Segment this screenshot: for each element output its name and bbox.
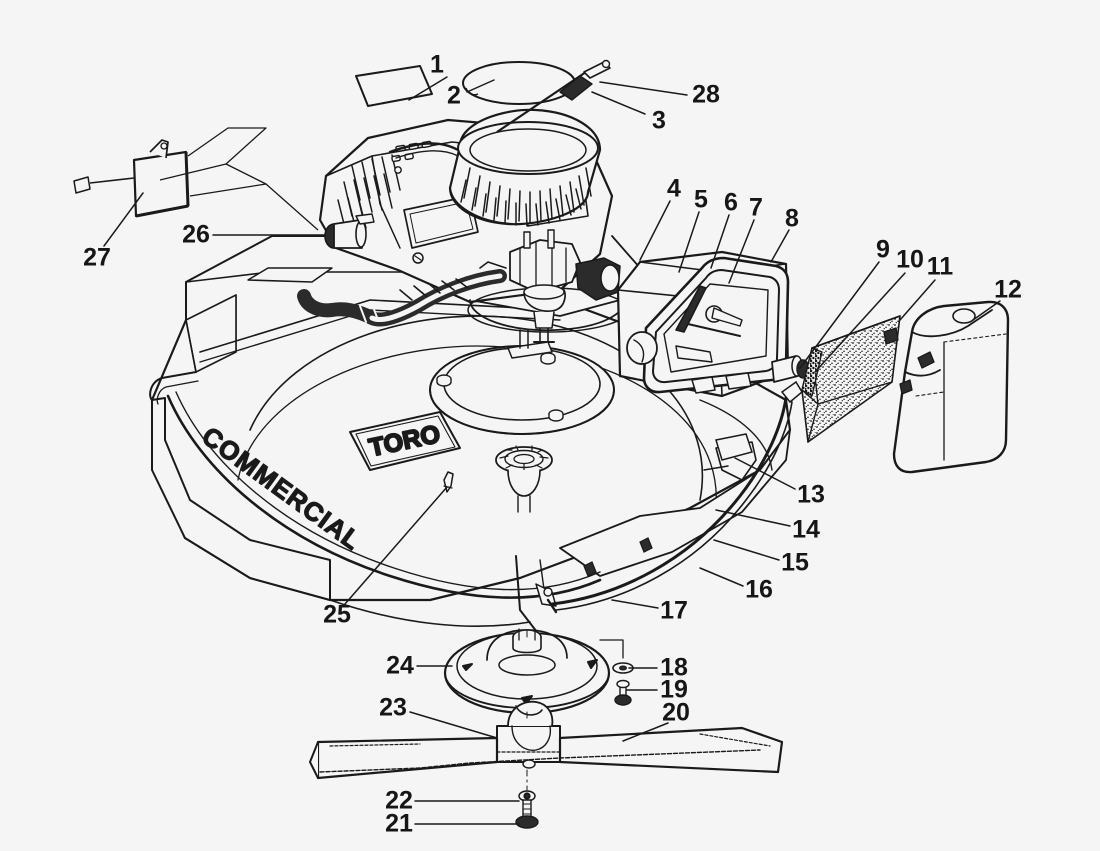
deflector-and-rod	[546, 380, 803, 614]
leader-line-15	[713, 539, 780, 561]
heat-shield-group	[73, 127, 319, 231]
callout-number-22: 22	[385, 786, 413, 815]
callout-number-9: 9	[876, 235, 890, 264]
leader-line-11	[899, 279, 936, 321]
callout-number-1: 1	[430, 50, 444, 79]
blade-adapter	[496, 700, 561, 769]
callout-number-24: 24	[386, 651, 414, 680]
air-cleaner-internals	[675, 285, 743, 363]
leader-line-14	[715, 509, 791, 527]
callout-number-7: 7	[749, 193, 763, 222]
dipstick	[496, 59, 611, 133]
callout-number-16: 16	[745, 575, 773, 604]
callout-number-8: 8	[785, 204, 799, 233]
flywheel-shroud	[448, 108, 602, 227]
recoil-cover-disc	[462, 61, 576, 105]
callout-number-3: 3	[652, 106, 666, 135]
callout-leader-lines	[103, 76, 1001, 825]
toro-badge: TORO	[349, 411, 461, 471]
heat-shield-screw	[73, 176, 135, 194]
leader-line-17	[611, 599, 659, 609]
callout-number-25: 25	[323, 600, 351, 629]
callout-number-18: 18	[660, 653, 688, 682]
engine-mount-ring	[429, 329, 615, 435]
crank-adapter	[495, 445, 553, 513]
leader-line-2	[466, 79, 495, 93]
callout-number-17: 17	[660, 596, 688, 625]
leader-line-12	[972, 300, 1001, 321]
leader-line-1	[408, 76, 448, 101]
callout-number-4: 4	[667, 174, 681, 203]
carriage-bolt-21	[515, 799, 539, 829]
callout-number-19: 19	[660, 675, 688, 704]
leader-line-5	[678, 211, 700, 273]
leader-line-13	[734, 457, 796, 490]
air-cleaner-cover	[892, 300, 1010, 474]
callout-number-23: 23	[379, 693, 407, 722]
callout-number-27: 27	[83, 243, 111, 272]
leader-line-28	[599, 81, 688, 96]
engine-cooling-louvers	[337, 154, 401, 233]
callout-number-6: 6	[724, 188, 738, 217]
callout-number-14: 14	[792, 515, 820, 544]
callout-number-20: 20	[662, 698, 690, 727]
callout-number-28: 28	[692, 80, 720, 109]
leader-line-23	[409, 711, 498, 739]
leader-line-27	[103, 192, 144, 247]
callout-number-21: 21	[385, 809, 413, 838]
top-detached-parts	[355, 59, 611, 133]
grommet-stub	[771, 355, 810, 383]
mower-blade	[309, 726, 784, 780]
callout-number-10: 10	[896, 245, 924, 274]
callout-number-26: 26	[182, 220, 210, 249]
engine-assembly	[297, 108, 641, 513]
air-cleaner-assembly	[616, 250, 1010, 474]
leader-line-3	[591, 91, 646, 115]
leader-line-7	[728, 219, 755, 284]
callout-number-2: 2	[447, 81, 461, 110]
callout-number-13: 13	[797, 480, 825, 509]
leader-line-25	[344, 486, 448, 605]
callout-number-11: 11	[926, 252, 954, 281]
callout-number-5: 5	[694, 185, 708, 214]
leader-line-4	[639, 200, 671, 261]
carburetor-assembly	[479, 229, 581, 343]
callout-number-15: 15	[781, 548, 809, 577]
leader-line-16	[699, 567, 744, 587]
leader-line-20	[622, 722, 669, 742]
filter-element	[801, 315, 901, 443]
blade-assembly	[309, 628, 784, 829]
bolt-19	[614, 679, 632, 706]
callout-number-12: 12	[994, 275, 1022, 304]
leader-line-6	[710, 214, 730, 269]
leader-line-8	[770, 229, 790, 263]
leader-line-9	[799, 261, 880, 369]
decal-label	[355, 65, 433, 107]
leader-line-10	[814, 272, 906, 373]
exhaust-pipe	[297, 269, 507, 327]
oil-fill-cap	[324, 213, 375, 249]
